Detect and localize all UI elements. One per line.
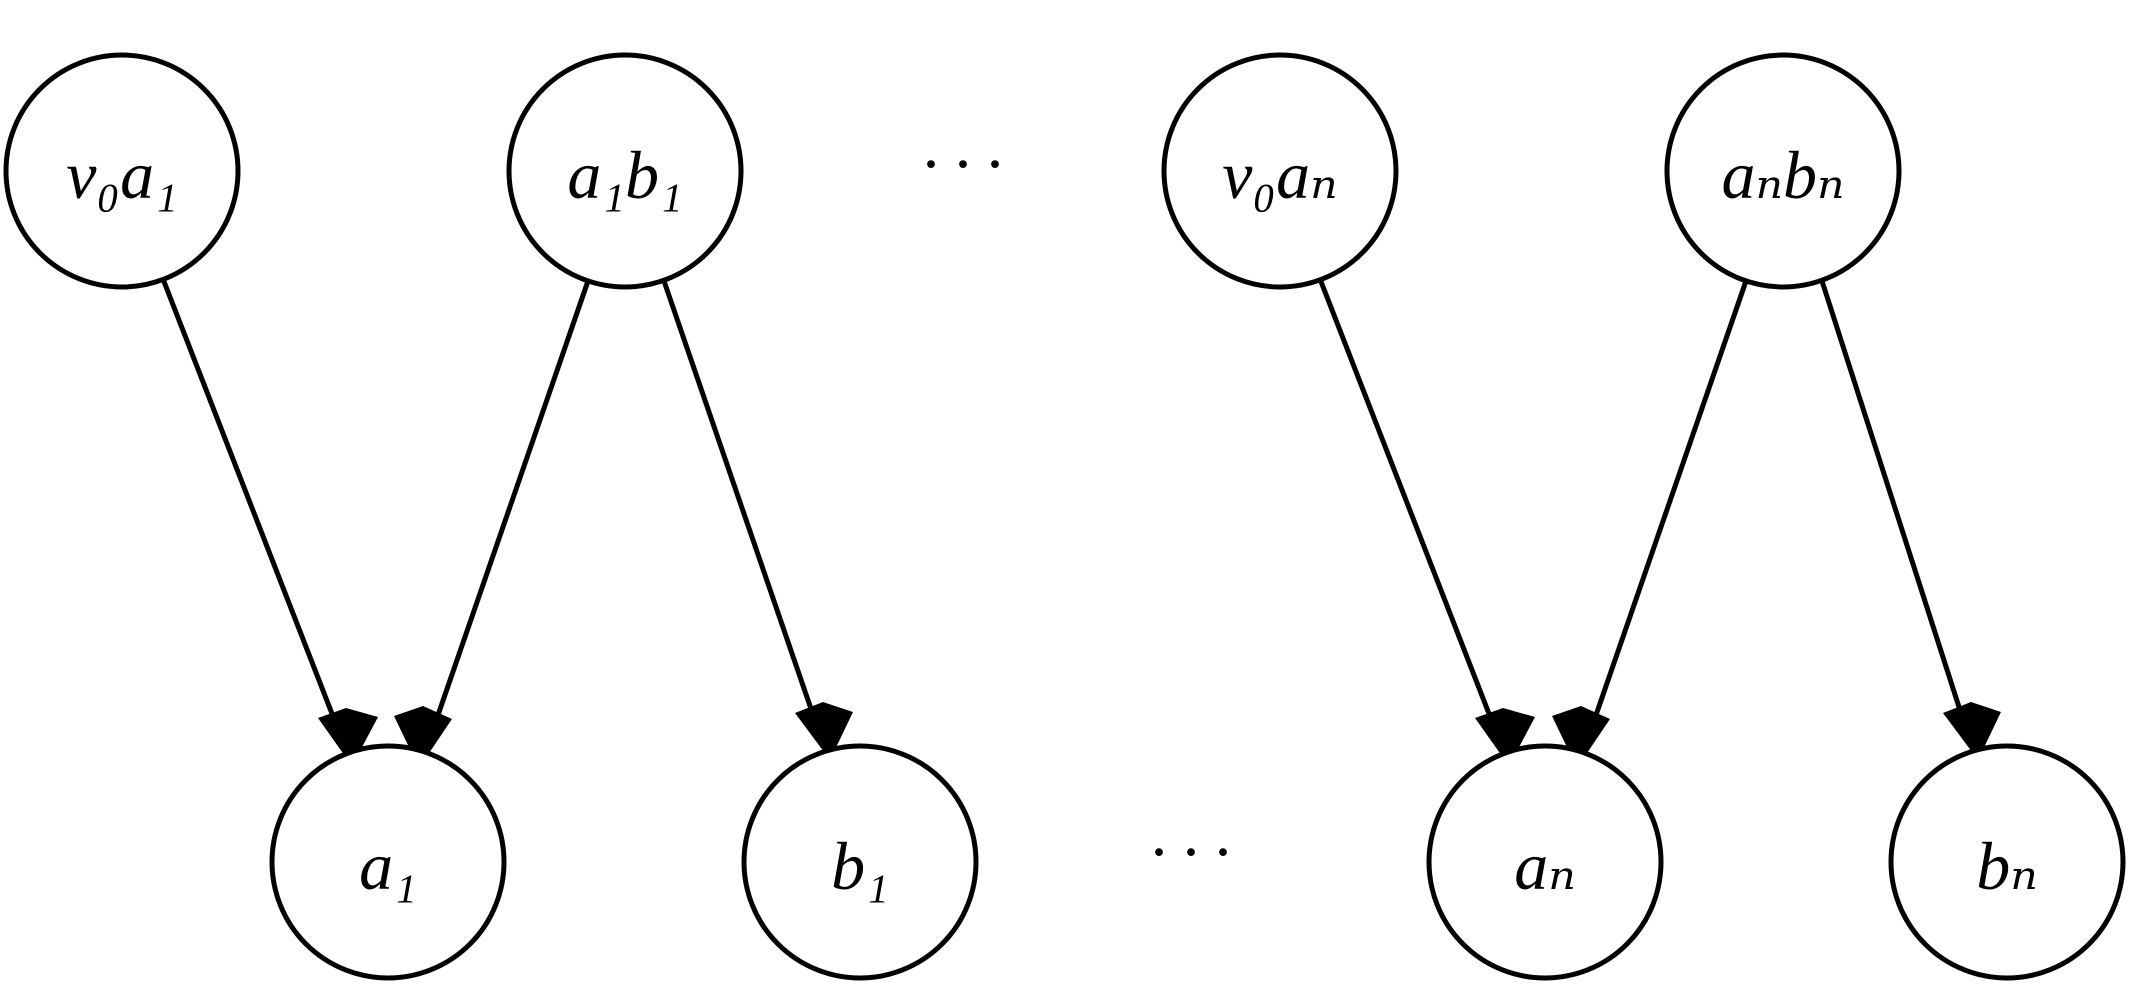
node-label-text: bₙ [1976,828,2038,904]
edge-line [1819,280,1971,736]
node-label-bn: bₙ [1976,832,2038,900]
arrowhead-icon [795,702,853,760]
node-label-text: a₁b₁ [567,137,683,213]
arrowhead-icon [1552,706,1610,768]
node-label-text: v₀a₁ [66,137,178,213]
edge-a1b1-to-a1[interactable] [394,280,591,768]
arrowhead-icon [1943,702,2001,760]
node-label-a1b1: a₁b₁ [567,141,682,209]
arrowhead-icon [318,708,378,766]
edge-line [661,280,823,736]
edge-line [1583,280,1749,745]
node-label-text: v₀aₙ [1222,137,1338,213]
node-label-text: aₙbₙ [1721,137,1845,213]
edge-v0a1-to-a1[interactable] [160,278,378,766]
arrowhead-icon [394,706,452,768]
node-label-text: aₙ [1514,828,1576,904]
node-circle-v0an[interactable] [1161,52,1399,290]
node-circle-v0a1[interactable] [3,52,241,290]
edge-a1b1-to-b1[interactable] [661,280,853,760]
node-label-an: aₙ [1514,832,1576,900]
node-label-v0an: v₀aₙ [1222,141,1337,209]
edge-line [425,280,591,745]
edge-anbn-to-an[interactable] [1552,280,1749,768]
node-circle-an[interactable] [1426,743,1664,981]
node-label-anbn: aₙbₙ [1721,141,1844,209]
top-ellipsis: ··· [920,128,1016,201]
node-circles [3,52,2126,981]
edge-anbn-to-bn[interactable] [1819,280,2001,760]
node-label-v0a1: v₀a₁ [66,141,177,209]
node-circle-a1[interactable] [269,743,507,981]
edge-v0an-to-an[interactable] [1317,278,1535,766]
node-label-text: a₁ [359,828,417,904]
node-label-a1: a₁ [359,832,417,900]
node-circle-bn[interactable] [1888,743,2126,981]
edge-line [1317,278,1503,743]
edge-group-1 [160,278,853,768]
edge-group-n [1317,278,2001,768]
node-label-b1: b₁ [831,832,889,900]
node-circle-anbn[interactable] [1664,52,1902,290]
bottom-ellipsis: ··· [1148,816,1244,889]
node-circle-a1b1[interactable] [506,52,744,290]
node-label-text: b₁ [831,828,889,904]
node-circle-b1[interactable] [741,743,979,981]
edge-line [160,278,346,743]
arrowhead-icon [1475,708,1535,766]
